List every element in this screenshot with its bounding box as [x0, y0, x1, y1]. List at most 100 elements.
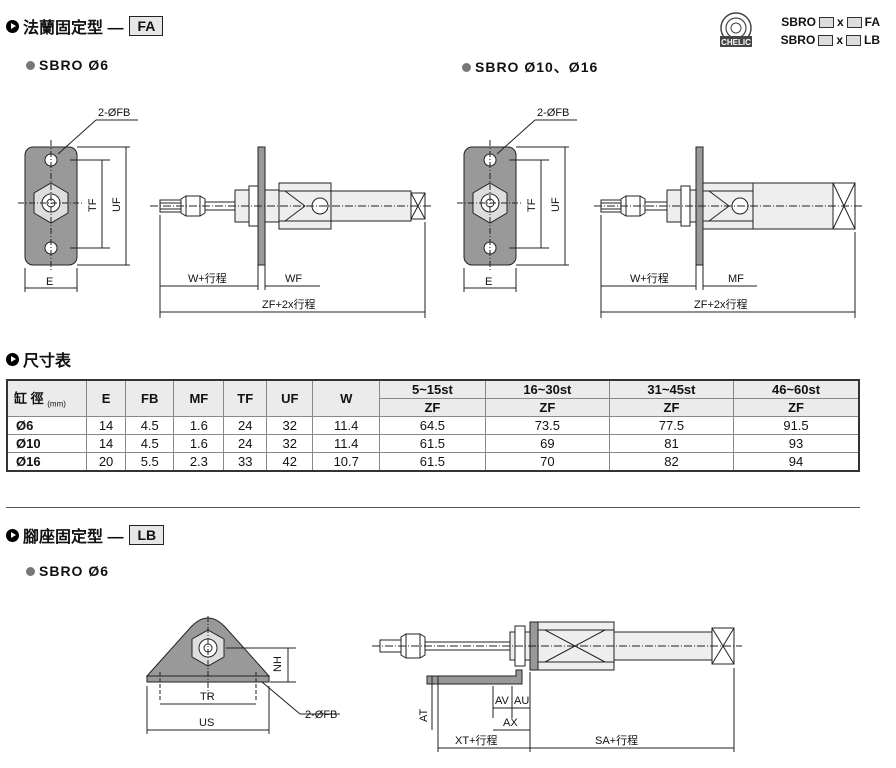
th-tf: TF [223, 379, 268, 417]
corner-unit: (mm) [47, 399, 66, 409]
cell: 42 [266, 452, 314, 472]
row-bore: Ø10 [6, 434, 87, 453]
bullet-icon [26, 566, 35, 576]
model-suffix: FA [864, 15, 880, 29]
lb-drawings: NH TR US 2-ØFB AT AV AU AX XT+行程 SA+行程 [145, 616, 742, 752]
label-fb: 2-ØFB [537, 107, 569, 119]
cell: 11.4 [312, 434, 380, 453]
cell: 4.5 [125, 434, 175, 453]
label-tf: TF [526, 198, 538, 212]
label-nh: NH [272, 656, 284, 672]
bullet-icon [26, 60, 35, 70]
label-au: AU [514, 695, 529, 707]
subtitle-text: SBRO Ø6 [39, 57, 110, 73]
cell: 2.3 [173, 452, 225, 472]
cell: 69 [484, 434, 610, 453]
cell: 5.5 [125, 452, 175, 472]
th-mf: MF [173, 379, 225, 417]
cell: 33 [223, 452, 268, 472]
th-zf: ZF [378, 398, 486, 417]
label-fb: 2-ØFB [98, 107, 130, 119]
th-w: W [312, 379, 380, 417]
section-title-fa: 法蘭固定型 — [23, 20, 124, 37]
label-sa-stroke: SA+行程 [595, 734, 638, 747]
cell: 4.5 [125, 416, 175, 435]
section-header-dims: 尺寸表 [6, 347, 71, 371]
cell: 14 [85, 416, 127, 435]
cell: 11.4 [312, 416, 380, 435]
row-bore: Ø6 [6, 416, 87, 435]
cell: 20 [85, 452, 127, 472]
table-row: Ø6 14 4.5 1.6 24 32 11.4 64.5 73.5 77.5 … [6, 416, 860, 435]
section-header-lb: 腳座固定型 — LB [6, 523, 165, 547]
blank-box-icon [846, 34, 861, 46]
label-w-stroke: W+行程 [188, 272, 227, 285]
cell: 32 [266, 416, 314, 435]
model-code-line1: SBRO x FA [781, 15, 880, 29]
divider [6, 507, 860, 508]
cell: 24 [223, 416, 268, 435]
label-at: AT [418, 708, 430, 722]
model-code-line2: SBRO x LB [781, 33, 880, 47]
label-zf-stroke: ZF+2x行程 [694, 298, 747, 311]
cell: 1.6 [173, 416, 225, 435]
model-suffix: LB [864, 33, 880, 47]
fa-drawings: 2-ØFB TF UF E W+行程 WF ZF+2x行程 2-ØFB TF U… [18, 107, 862, 318]
table-corner: 缸 徑 (mm) [6, 379, 87, 417]
cell: 32 [266, 434, 314, 453]
blank-box-icon [818, 34, 834, 46]
label-xt-stroke: XT+行程 [455, 734, 497, 747]
label-wf: WF [285, 273, 302, 285]
label-uf: UF [550, 197, 562, 212]
label-tf: TF [87, 198, 99, 212]
bullet-icon [462, 62, 471, 72]
model-prefix: SBRO [780, 33, 816, 47]
model-prefix: SBRO [781, 15, 816, 29]
label-e: E [485, 276, 492, 288]
chelic-logo-icon: CHELIC [720, 12, 752, 47]
subtitle-fa-1016: SBRO Ø10、Ø16 [462, 57, 598, 77]
label-w-stroke: W+行程 [630, 272, 669, 285]
th-zf: ZF [733, 398, 860, 417]
subtitle-lb-6: SBRO Ø6 [26, 563, 109, 579]
th-uf: UF [266, 379, 314, 417]
model-x: x [836, 15, 844, 29]
cell: 10.7 [312, 452, 380, 472]
th-fb: FB [125, 379, 175, 417]
cell: 93 [733, 434, 860, 453]
blank-box-icon [846, 16, 862, 28]
table-row: Ø10 14 4.5 1.6 24 32 11.4 61.5 69 81 93 [6, 434, 860, 453]
cell: 77.5 [608, 416, 735, 435]
cell: 82 [608, 452, 735, 472]
cell: 81 [608, 434, 735, 453]
play-circle-icon [6, 528, 19, 542]
cell: 14 [85, 434, 127, 453]
label-e: E [46, 276, 53, 288]
row-bore: Ø16 [6, 452, 87, 472]
label-ax: AX [503, 717, 518, 729]
play-circle-icon [6, 19, 19, 33]
label-mf: MF [728, 273, 744, 285]
label-zf-stroke: ZF+2x行程 [262, 298, 315, 311]
section-code-lb: LB [129, 525, 165, 545]
cell: 70 [484, 452, 610, 472]
th-e: E [85, 379, 127, 417]
play-circle-icon [6, 352, 19, 366]
section-title-dims: 尺寸表 [23, 353, 72, 370]
cell: 64.5 [378, 416, 486, 435]
subtitle-text: SBRO Ø6 [39, 563, 110, 579]
th-stroke-group: 16~30st [484, 379, 610, 399]
blank-box-icon [818, 16, 834, 28]
cell: 91.5 [733, 416, 860, 435]
th-stroke-group: 5~15st [378, 379, 486, 399]
cell: 24 [223, 434, 268, 453]
cell: 73.5 [484, 416, 610, 435]
th-stroke-group: 46~60st [733, 379, 860, 399]
th-zf: ZF [608, 398, 735, 417]
subtitle-fa-6: SBRO Ø6 [26, 57, 109, 73]
cell: 61.5 [378, 452, 486, 472]
section-title-lb: 腳座固定型 — [23, 529, 124, 546]
logo-text: CHELIC [721, 38, 751, 47]
label-us: US [199, 717, 214, 729]
label-fb: 2-ØFB [305, 709, 337, 721]
